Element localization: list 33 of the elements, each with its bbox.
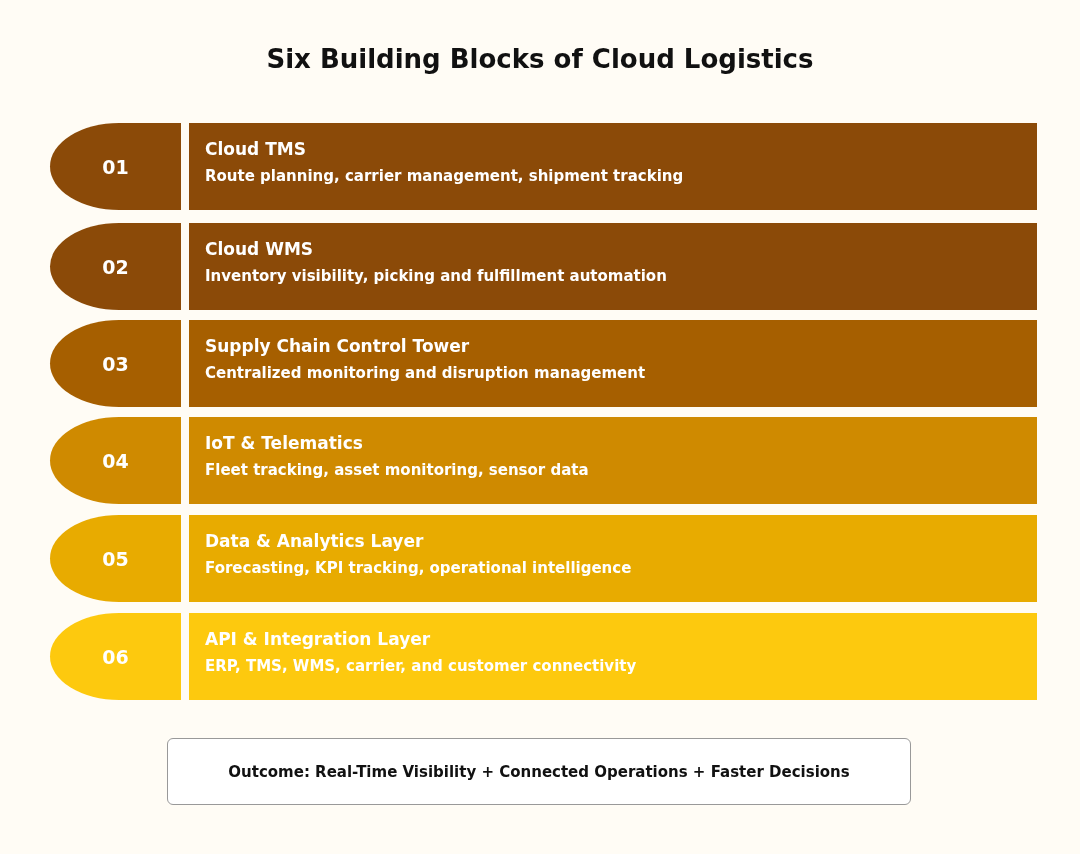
step-number: 06 [102, 645, 129, 668]
block-heading: Cloud WMS [205, 239, 315, 259]
number-tab [50, 417, 181, 504]
step-number: 02 [102, 255, 129, 278]
outcome-box [167, 738, 911, 805]
block-heading: IoT & Telematics [205, 433, 364, 453]
number-tab [50, 320, 181, 407]
block-card [189, 320, 1037, 407]
block-card [189, 223, 1037, 310]
step-number: 03 [102, 352, 129, 375]
block-description: Inventory visibility, picking and fulfillment automation [205, 267, 668, 285]
block-description: Forecasting, KPI tracking, operational intelligence [205, 559, 633, 577]
block-heading: API & Integration Layer [205, 629, 432, 649]
title: Six Building Blocks of Cloud Logistics [265, 44, 815, 74]
block-description: Route planning, carrier management, shipment tracking [205, 167, 685, 185]
number-tab [50, 613, 181, 700]
number-tab [50, 223, 181, 310]
step-number: 04 [102, 449, 129, 472]
block-card [189, 613, 1037, 700]
step-number: 05 [102, 547, 129, 570]
block-heading: Cloud TMS [205, 139, 307, 159]
number-tab [50, 123, 181, 210]
step-number: 01 [102, 155, 129, 178]
block-description: Centralized monitoring and disruption management [205, 364, 647, 382]
outcome-text: Outcome: Real-Time Visibility + Connected Operations + Faster Decisions [228, 762, 850, 781]
number-tab [50, 515, 181, 602]
block-heading: Supply Chain Control Tower [205, 336, 471, 356]
block-description: Fleet tracking, asset monitoring, sensor data [205, 461, 590, 479]
block-heading: Data & Analytics Layer [205, 531, 425, 551]
block-card [189, 123, 1037, 210]
block-card [189, 417, 1037, 504]
block-description: ERP, TMS, WMS, carrier, and customer connectivity [205, 657, 638, 675]
block-card [189, 515, 1037, 602]
